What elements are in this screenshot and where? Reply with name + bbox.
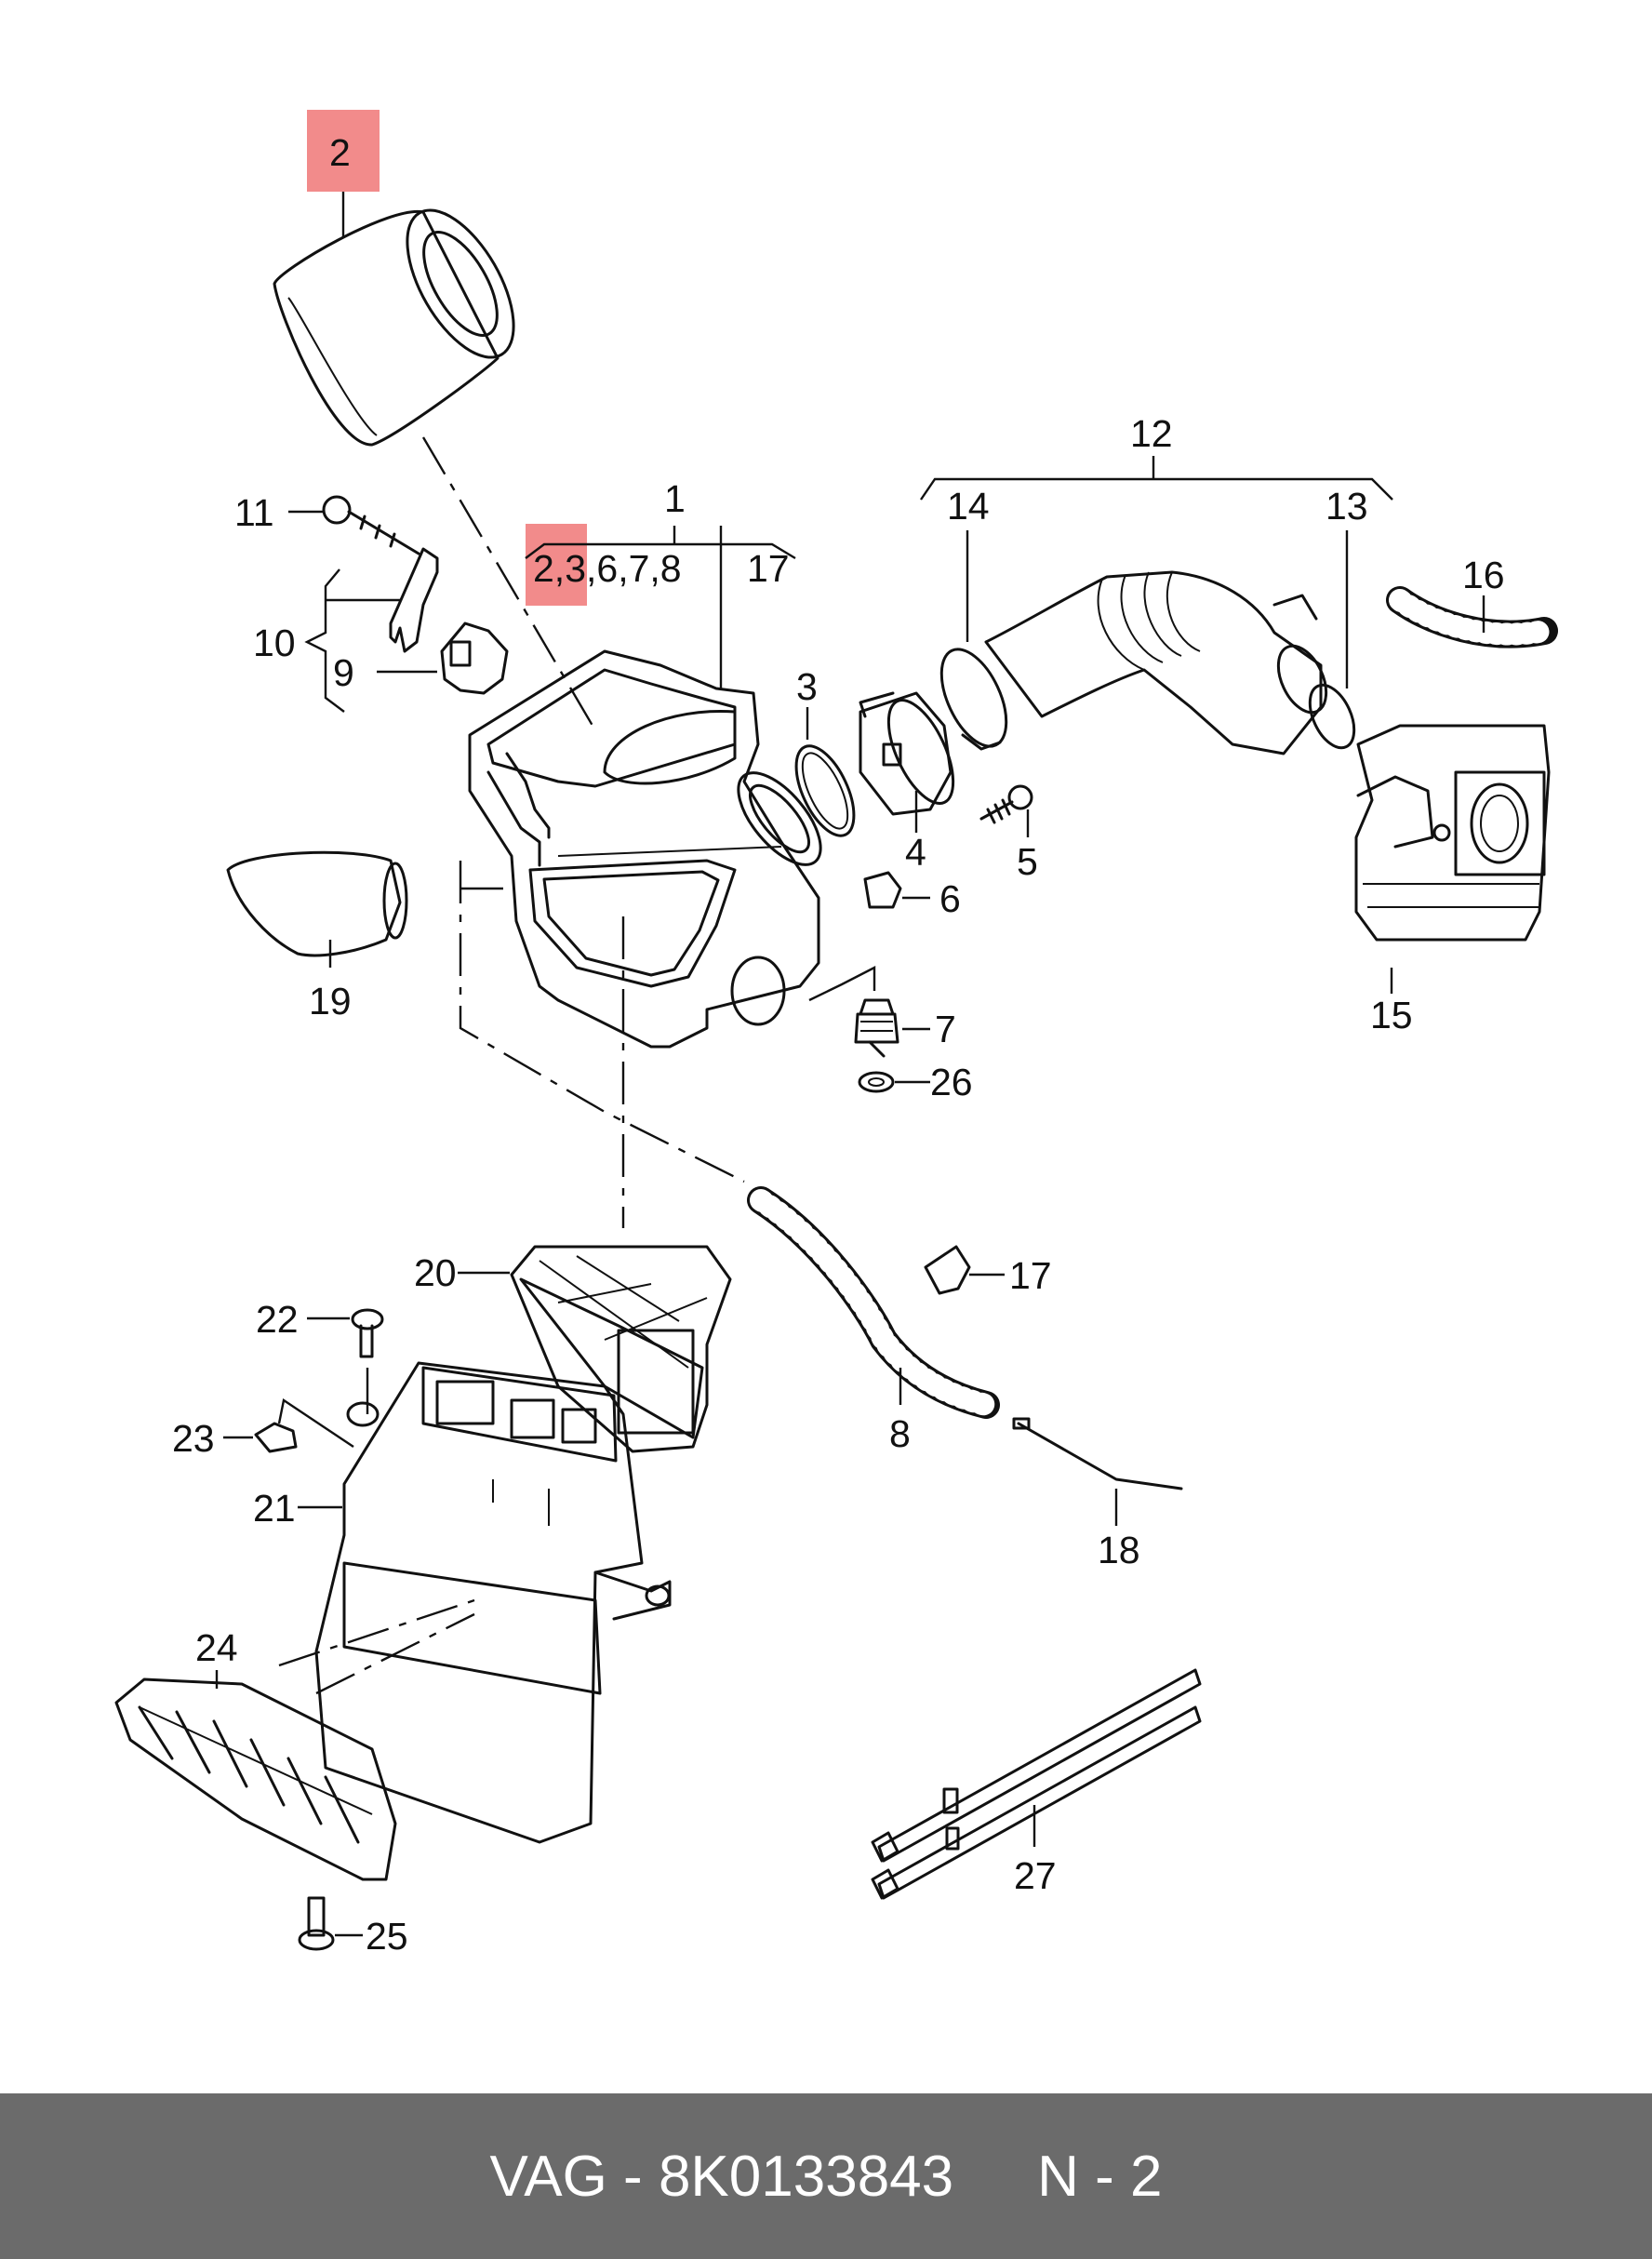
air-intake-duct [226,850,408,957]
check-valve [854,998,899,1058]
breather-hose [747,1186,1000,1419]
label-part-1-group-a: 2,3,6,7,8 [533,547,682,590]
label-part-27: 27 [1014,1854,1057,1897]
label-part-15: 15 [1370,994,1413,1036]
air-filter-housing [468,649,822,1049]
label-part-5: 5 [1017,840,1038,883]
label-part-17: 17 [1009,1254,1052,1297]
label-part-13: 13 [1326,485,1368,528]
intake-hose [984,570,1328,755]
air-mass-meter [859,691,955,816]
cable-ties [871,1668,1202,1900]
label-part-6: 6 [939,877,961,920]
label-part-8: 8 [889,1412,911,1455]
label-part-24: 24 [195,1626,238,1669]
highlight-part-2-group [526,524,587,606]
cable [1012,1417,1183,1490]
label-part-9: 9 [333,651,354,694]
part-number-footer: VAG - 8K0133843 N - 2 [0,2093,1652,2259]
filter-insert [510,1245,732,1453]
label-part-2-top: 2 [329,131,351,174]
highlight-part-2-top [307,110,380,192]
label-part-23: 23 [172,1417,215,1460]
label-part-21: 21 [253,1487,296,1530]
label-part-16: 16 [1462,554,1505,596]
exploded-parts-diagram: 2 1 2,3,6,7,8 17 3 4 5 6 7 26 8 17 18 12… [114,110,1558,1958]
vent-hose [1386,586,1558,648]
washer [858,1071,895,1093]
throttle-body [1354,724,1551,942]
mounting-bracket [389,547,439,653]
label-part-22: 22 [256,1298,299,1341]
label-part-10: 10 [253,622,296,664]
label-part-1-group-b: 17 [747,547,790,590]
clip-nut [254,1422,298,1453]
clip [863,871,902,909]
o-ring [794,744,856,837]
footer-part-number: 8K0133843 [658,2144,954,2209]
label-part-11: 11 [234,491,274,534]
footer-position-label: N - 2 [1037,2144,1163,2209]
label-part-4: 4 [905,831,926,874]
bolt [322,495,420,555]
label-part-14: 14 [947,485,990,528]
screw [979,784,1033,824]
label-part-25: 25 [366,1915,408,1958]
connector [440,622,509,695]
hose-clip [924,1245,971,1295]
hose-clamp-left [939,648,1008,751]
lower-air-filter-housing [314,1361,672,1844]
label-part-18: 18 [1098,1529,1140,1571]
footer-brand: VAG [489,2144,607,2209]
label-part-12: 12 [1130,412,1173,455]
footer-separator: - [623,2144,643,2209]
screw-25 [298,1896,335,1951]
label-part-7: 7 [935,1008,956,1050]
label-part-1: 1 [664,477,686,520]
intake-grille [114,1678,397,1881]
label-part-19: 19 [309,980,352,1023]
screw-22 [351,1308,384,1358]
hose-clamp-right [1308,683,1356,750]
air-filter-element [273,208,515,447]
label-part-20: 20 [414,1251,457,1294]
label-part-26: 26 [930,1061,973,1103]
label-part-3: 3 [796,665,818,708]
